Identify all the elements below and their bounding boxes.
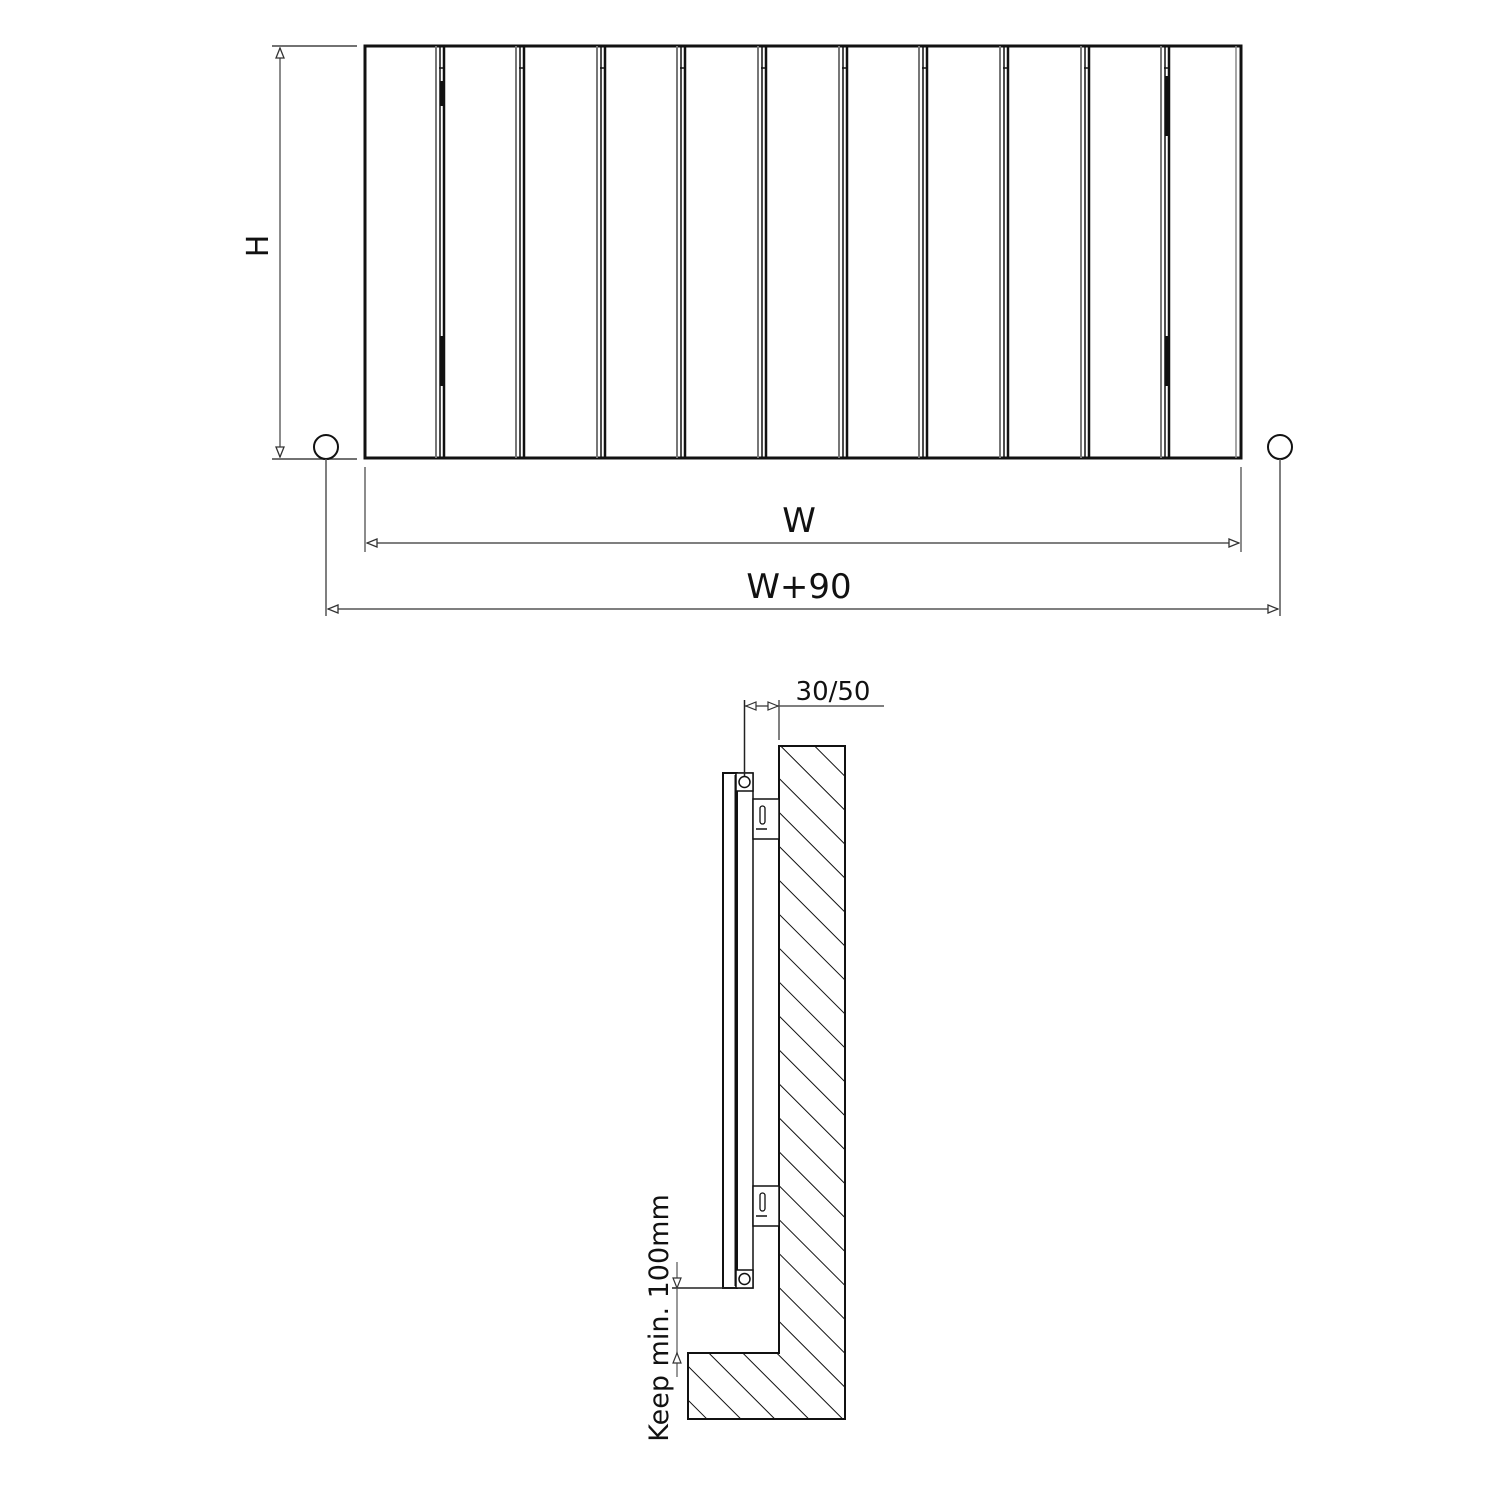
bottom-connector-icon (738, 1272, 751, 1286)
wall-offset-label: 30/50 (796, 677, 871, 707)
column-divider (757, 46, 768, 458)
column-divider (999, 46, 1010, 458)
width-label: W (782, 501, 816, 541)
column-divider (1080, 46, 1091, 458)
column-divider (1160, 46, 1171, 458)
bottom-wall-bracket-icon (752, 1185, 780, 1227)
top-connector-icon (738, 775, 751, 789)
overall-width-dimension: W+90 (328, 567, 1278, 609)
height-label: H (241, 235, 276, 258)
radiator-side (722, 772, 780, 1289)
floor-clearance-dimension: Keep min. 100mm (644, 1194, 736, 1442)
column-dividers (435, 46, 1237, 458)
column-divider (435, 46, 446, 458)
connection-right-icon (1267, 434, 1293, 460)
column-divider (596, 46, 607, 458)
width-dimension: W (364, 467, 1242, 552)
height-dimension: H (241, 45, 357, 460)
top-wall-bracket-icon (752, 798, 780, 840)
connection-left-icon (313, 434, 339, 460)
overall-width-label: W+90 (746, 567, 851, 607)
column-divider (838, 46, 849, 458)
wall-section (687, 745, 846, 1420)
floor-clearance-label: Keep min. 100mm (644, 1194, 675, 1442)
front-view: H W W+90 (241, 44, 1293, 616)
wall-offset-dimension: 30/50 (743, 677, 884, 776)
side-view: 30/50 Keep min. 100mm (644, 677, 884, 1442)
column-divider (918, 46, 929, 458)
column-divider (515, 46, 526, 458)
column-divider (676, 46, 687, 458)
radiator-front (363, 44, 1243, 460)
connection-circles (313, 434, 1293, 616)
